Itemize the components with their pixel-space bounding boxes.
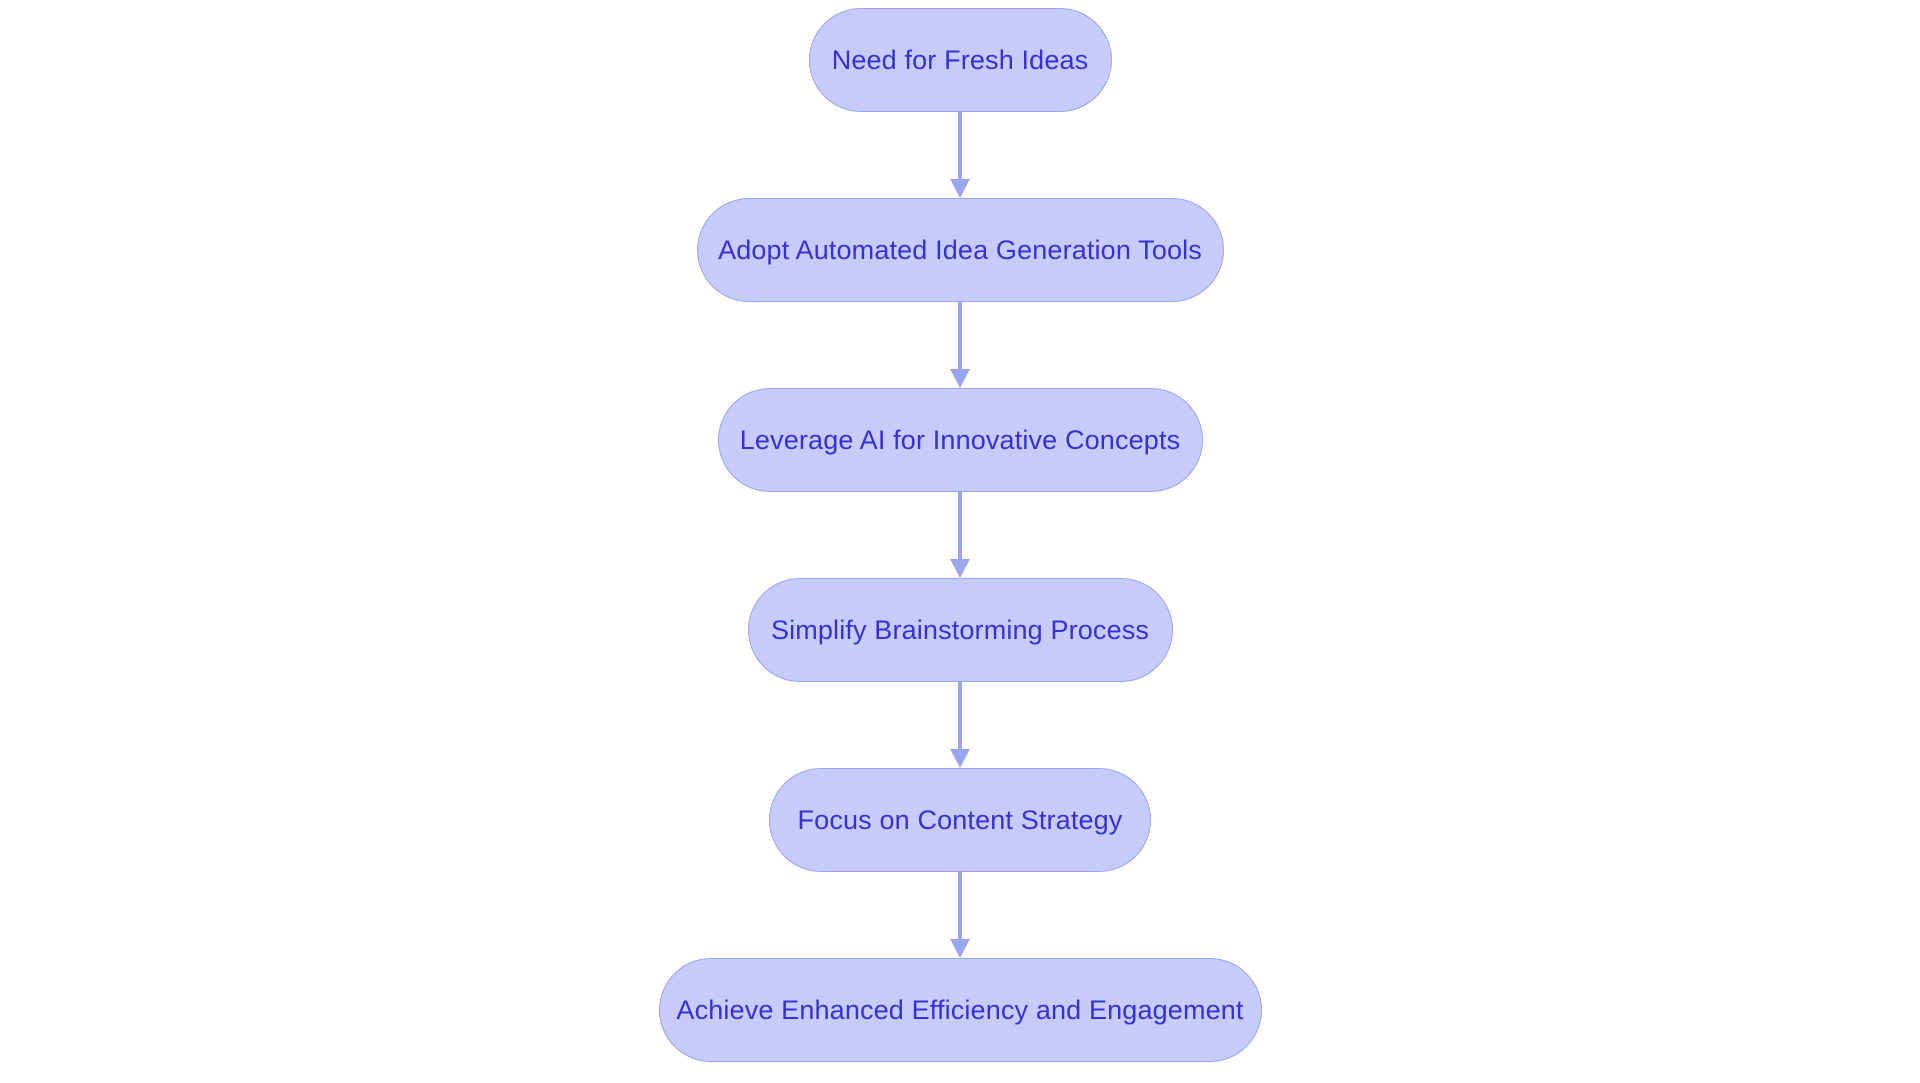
flowchart-edge-5 bbox=[950, 872, 970, 958]
node-label: Achieve Enhanced Efficiency and Engageme… bbox=[676, 994, 1244, 1025]
arrow-down-icon bbox=[950, 559, 970, 578]
flowchart-edge-3 bbox=[950, 492, 970, 578]
arrow-down-icon bbox=[950, 369, 970, 388]
node-label: Adopt Automated Idea Generation Tools bbox=[718, 234, 1202, 265]
edge-line bbox=[958, 682, 962, 750]
flowchart-node-adopt-automated-idea-generation-tools[interactable]: Adopt Automated Idea Generation Tools bbox=[696, 198, 1224, 302]
flowchart-node-simplify-brainstorming-process[interactable]: Simplify Brainstorming Process bbox=[747, 578, 1173, 682]
node-label: Focus on Content Strategy bbox=[797, 804, 1123, 835]
arrow-down-icon bbox=[950, 179, 970, 198]
node-label: Simplify Brainstorming Process bbox=[770, 614, 1150, 645]
flowchart-node-leverage-ai-for-innovative-concepts[interactable]: Leverage AI for Innovative Concepts bbox=[717, 388, 1203, 492]
flowchart-edge-4 bbox=[950, 682, 970, 768]
edge-line bbox=[958, 872, 962, 940]
edge-line bbox=[958, 492, 962, 560]
arrow-down-icon bbox=[950, 749, 970, 768]
flowchart-node-need-for-fresh-ideas[interactable]: Need for Fresh Ideas bbox=[808, 8, 1112, 112]
node-label: Leverage AI for Innovative Concepts bbox=[739, 424, 1181, 455]
flowchart-edge-1 bbox=[950, 112, 970, 198]
edge-line bbox=[958, 302, 962, 370]
node-label: Need for Fresh Ideas bbox=[831, 44, 1089, 75]
flowchart-node-focus-on-content-strategy[interactable]: Focus on Content Strategy bbox=[769, 768, 1151, 872]
edge-line bbox=[958, 112, 962, 180]
flowchart-edge-2 bbox=[950, 302, 970, 388]
arrow-down-icon bbox=[950, 939, 970, 958]
flowchart-node-achieve-enhanced-efficiency-and-engagement[interactable]: Achieve Enhanced Efficiency and Engageme… bbox=[658, 958, 1262, 1062]
